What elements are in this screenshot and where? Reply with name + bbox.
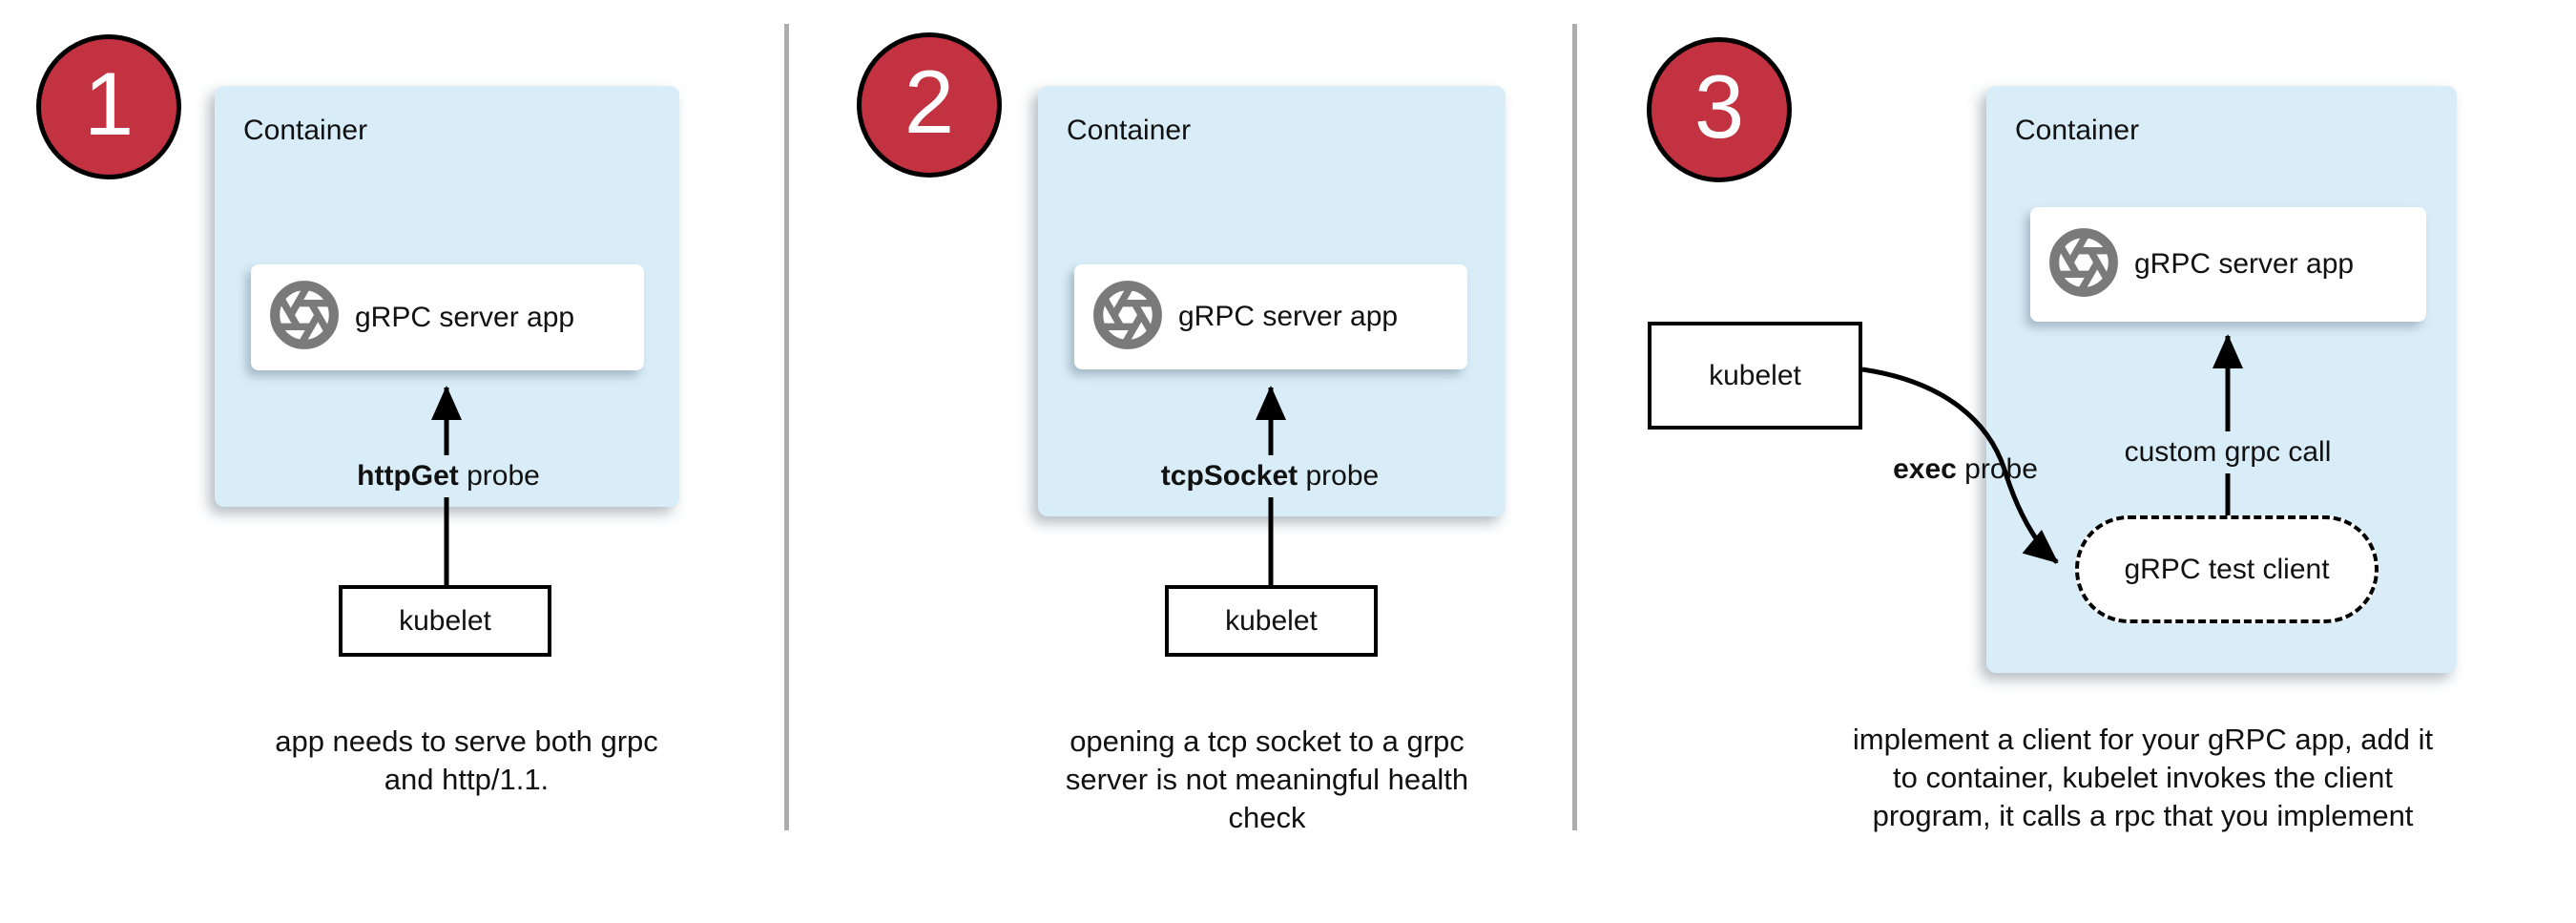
aperture-icon: [1092, 280, 1163, 355]
caption-line: implement a client for your gRPC app, ad…: [1852, 723, 2434, 756]
panel-divider: [784, 24, 789, 830]
aperture-icon: [2048, 227, 2119, 303]
caption-line: and http/1.1.: [384, 763, 550, 796]
step-number: 2: [904, 52, 955, 152]
container-label: Container: [2015, 115, 2140, 146]
probe-label-exec: exec probe: [1883, 449, 2047, 491]
caption-line: opening a tcp socket to a grpc: [1070, 724, 1465, 758]
kubelet-box-2: kubelet: [1165, 585, 1378, 657]
grpc-test-client-box: gRPC test client: [2075, 515, 2379, 623]
kubelet-label: kubelet: [1225, 604, 1318, 637]
caption-line: check: [1228, 801, 1306, 834]
step-badge-3: 3: [1647, 37, 1792, 182]
grpc-server-app-box-3: gRPC server app: [2030, 207, 2426, 322]
step-badge-2: 2: [857, 32, 1002, 178]
probe-word: probe: [1298, 460, 1380, 492]
call-label-text: custom grpc call: [2124, 436, 2332, 468]
caption-line: app needs to serve both grpc: [275, 724, 658, 758]
probe-word: probe: [458, 460, 540, 492]
panel-divider: [1572, 24, 1577, 830]
grpc-server-app-box-1: gRPC server app: [251, 264, 644, 370]
caption-3: implement a client for your gRPC app, ad…: [1853, 721, 2433, 835]
app-label: gRPC server app: [1178, 301, 1399, 332]
custom-grpc-call-label: custom grpc call: [2114, 431, 2341, 473]
caption-line: server is not meaningful health: [1065, 763, 1469, 796]
step-badge-1: 1: [36, 34, 181, 179]
test-client-label: gRPC test client: [2124, 553, 2330, 585]
app-label: gRPC server app: [355, 301, 575, 333]
app-label: gRPC server app: [2134, 248, 2355, 280]
caption-1: app needs to serve both grpc and http/1.…: [275, 723, 658, 799]
kubelet-box-1: kubelet: [339, 585, 551, 657]
probe-label-httpget: httpGet probe: [347, 455, 550, 497]
container-label: Container: [243, 115, 368, 146]
kubelet-label: kubelet: [399, 604, 491, 637]
container-label: Container: [1067, 115, 1192, 146]
caption-line: to container, kubelet invokes the client: [1893, 761, 2393, 794]
kubelet-label: kubelet: [1709, 359, 1801, 391]
probe-label-tcpsocket: tcpSocket probe: [1151, 455, 1389, 497]
probe-type: tcpSocket: [1160, 460, 1298, 492]
caption-line: program, it calls a rpc that you impleme…: [1872, 799, 2414, 832]
probe-type: exec: [1893, 453, 1957, 485]
step-number: 3: [1693, 56, 1745, 157]
probe-word: probe: [1956, 453, 2038, 485]
grpc-server-app-box-2: gRPC server app: [1074, 264, 1467, 369]
kubelet-box-3: kubelet: [1648, 322, 1862, 430]
probe-type: httpGet: [357, 460, 459, 492]
caption-2: opening a tcp socket to a grpc server is…: [1066, 723, 1468, 837]
aperture-icon: [269, 280, 340, 355]
step-number: 1: [83, 53, 135, 154]
